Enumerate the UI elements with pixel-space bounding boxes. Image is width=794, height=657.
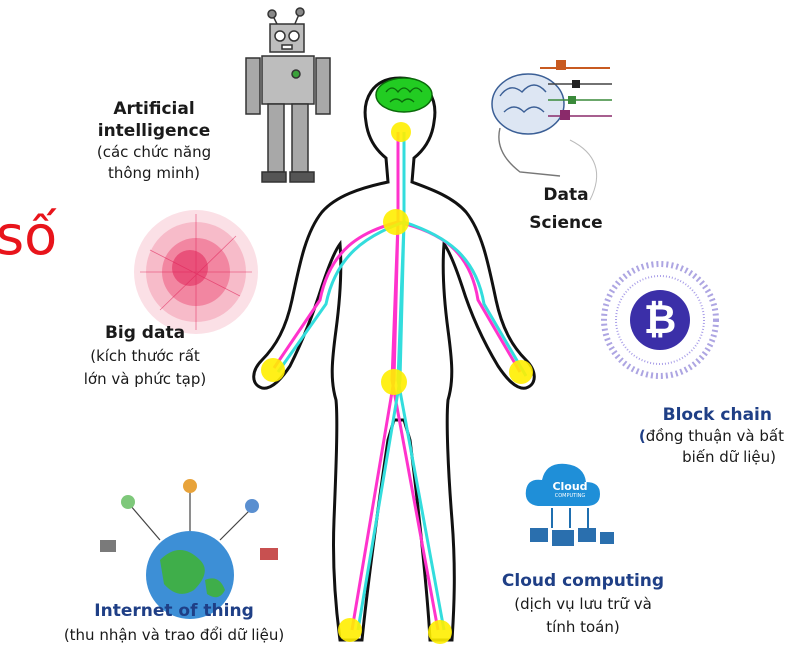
cloud-desc-line1: (dịch vụ lưu trữ và [514, 595, 652, 613]
node-pelvis [381, 369, 407, 395]
side-title-fragment: số [0, 204, 58, 267]
robot-icon [245, 7, 331, 183]
block-chain-title: Block chain [662, 405, 772, 425]
node-left-foot [338, 618, 362, 642]
big-data-sphere-icon [134, 210, 258, 334]
label-block-chain: Block chain (đồng thuận và bất biến dữ l… [604, 404, 784, 468]
nerve-nodes [261, 122, 533, 644]
iot-title: Internet of thing [94, 601, 254, 621]
node-chest [383, 209, 409, 235]
ai-desc-line1: (các chức năng [96, 143, 212, 161]
big-data-desc-line1: (kích thước rất [90, 347, 200, 365]
block-chain-open-paren: ( [638, 427, 646, 445]
big-data-desc-line2: lớn và phức tạp) [83, 370, 207, 388]
node-right-hand [509, 360, 533, 384]
brain-network-icon [491, 60, 612, 201]
label-big-data: Big data (kích thước rất lớn và phức tạp… [50, 322, 240, 390]
block-chain-desc-text: đồng thuận và bất [645, 427, 784, 445]
node-right-foot [428, 620, 452, 644]
label-internet-of-thing: Internet of thing (thu nhận và trao đổi … [4, 600, 344, 648]
cloud-desc-line2: tính toán) [546, 618, 620, 636]
iot-desc: (thu nhận và trao đổi dữ liệu) [63, 626, 285, 644]
data-science-line1: Data [543, 185, 589, 205]
label-data-science: Data Science [506, 180, 626, 236]
cloud-badge-sub: COMPUTING [554, 493, 586, 499]
cloud-computing-icon [525, 463, 614, 546]
node-neck [391, 122, 411, 142]
brain-icon [375, 77, 433, 113]
label-cloud-computing: Cloud computing (dịch vụ lưu trữ và tính… [474, 570, 692, 638]
data-science-line2: Science [529, 213, 603, 233]
node-left-hand [261, 358, 285, 382]
cloud-badge-title: Cloud [552, 480, 588, 493]
ai-desc-line2: thông minh) [107, 164, 200, 182]
cloud-title: Cloud computing [501, 571, 665, 591]
block-chain-desc-line2: biến dữ liệu) [682, 448, 776, 466]
block-chain-desc-line1: (đồng thuận và bất [604, 426, 784, 447]
iot-globe-icon [100, 479, 278, 619]
bitcoin-icon [601, 261, 719, 379]
big-data-title: Big data [104, 323, 186, 343]
ai-title-line2: intelligence [97, 121, 211, 141]
ai-title-line1: Artificial [113, 99, 195, 119]
cloud-badge: Cloud COMPUTING [540, 480, 600, 500]
label-artificial-intelligence: Artificial intelligence (các chức năng t… [78, 98, 230, 184]
bitcoin-symbol: ₿ [643, 297, 677, 343]
